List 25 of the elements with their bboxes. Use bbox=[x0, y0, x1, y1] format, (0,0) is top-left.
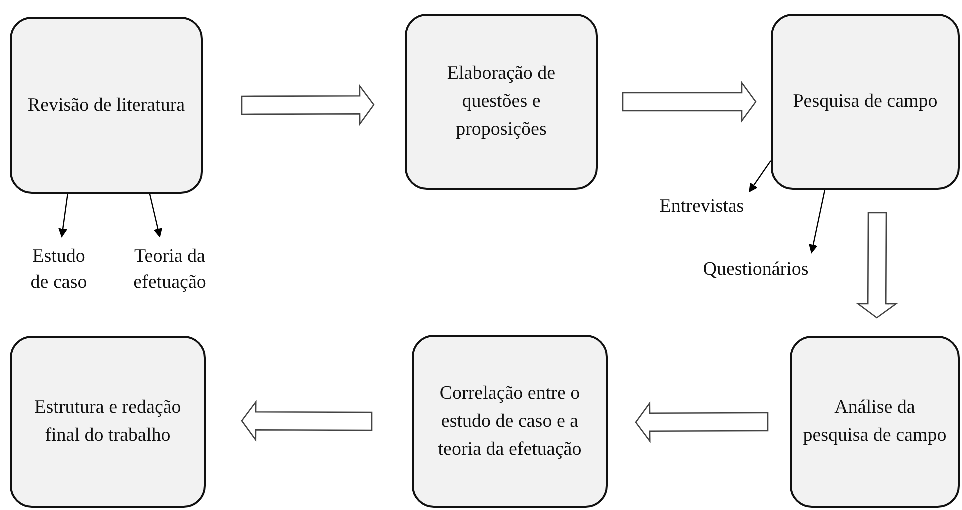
process-box bbox=[10, 17, 203, 194]
step-label: Análise da pesquisa de campo bbox=[802, 396, 948, 448]
step-label: Pesquisa de campo bbox=[793, 90, 938, 114]
process-box bbox=[10, 336, 206, 508]
step-label: Revisão de literatura bbox=[28, 94, 186, 118]
step-label: Elaboração de questões e proposições bbox=[446, 62, 557, 142]
block-arrow bbox=[241, 84, 375, 126]
arrow bbox=[58, 194, 68, 238]
step-label: Correlação entre o estudo de caso e a teoria da efetuação bbox=[437, 382, 583, 462]
arrow bbox=[749, 160, 772, 193]
sub-item-label: Entrevistas bbox=[658, 195, 746, 219]
step-label: Estrutura e redação final do trabalho bbox=[34, 396, 182, 448]
process-box bbox=[771, 14, 960, 190]
process-box bbox=[405, 14, 598, 190]
sub-item-label: Teoria da efetuação bbox=[132, 245, 208, 295]
arrow bbox=[149, 194, 163, 238]
sub-item-label: Estudo de caso bbox=[30, 245, 88, 295]
block-arrow bbox=[635, 401, 769, 444]
block-arrow bbox=[856, 212, 898, 319]
process-box bbox=[412, 335, 608, 508]
process-box bbox=[790, 336, 960, 508]
arrow bbox=[809, 190, 826, 254]
sub-item-label: Questionários bbox=[702, 258, 810, 282]
block-arrow bbox=[241, 400, 373, 442]
block-arrow bbox=[622, 81, 757, 123]
